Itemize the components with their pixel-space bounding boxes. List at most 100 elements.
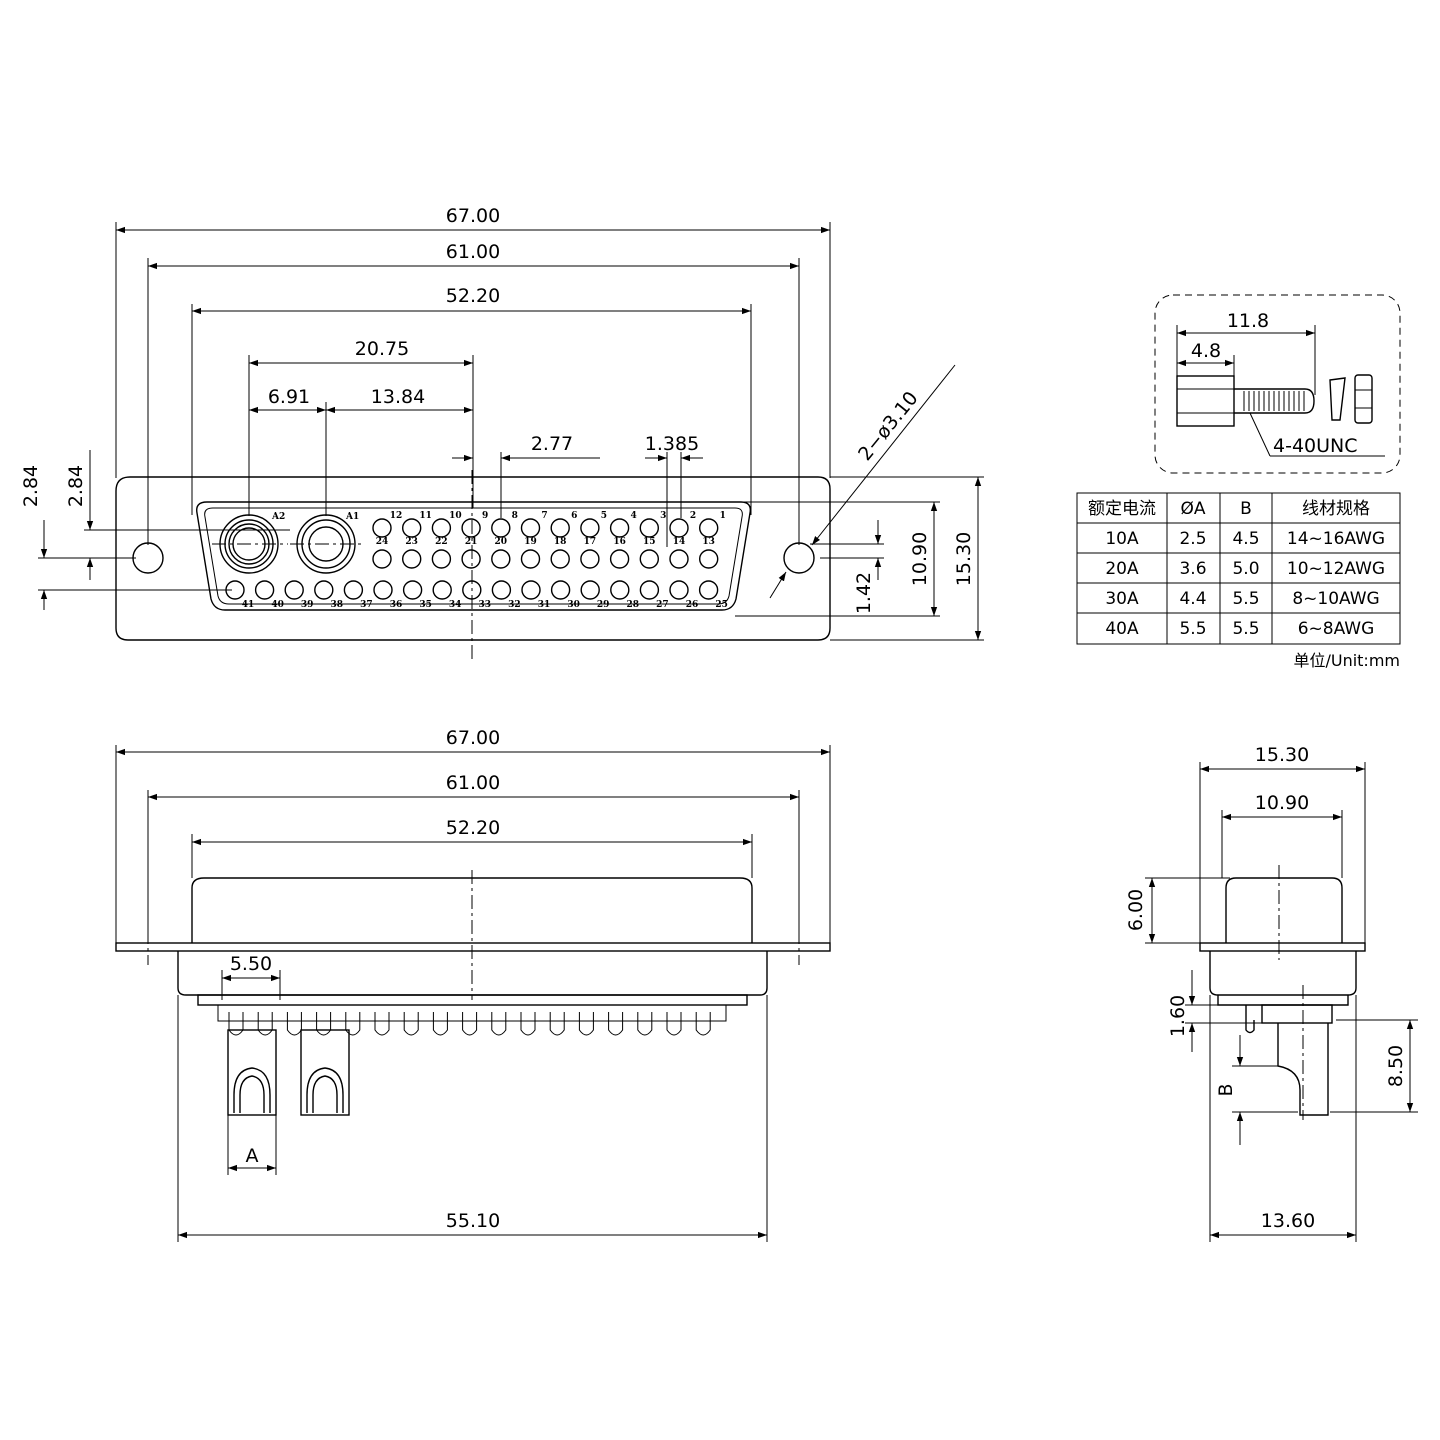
side-tail	[462, 1012, 478, 1036]
pin-label-26: 26	[686, 600, 699, 610]
side-dimensions: 67.00 61.00 52.20 5.50 A 55.10	[115, 727, 831, 1242]
pin-label-33: 33	[479, 600, 492, 610]
pin-label-19: 19	[524, 537, 537, 547]
side-tail	[520, 1012, 536, 1036]
side-tail	[491, 1012, 507, 1036]
pin-6	[550, 518, 570, 538]
pin-31	[521, 580, 541, 600]
pin-label-25: 25	[715, 600, 728, 610]
side-tail	[257, 1012, 273, 1036]
table-cell: 3.6	[1179, 559, 1206, 579]
table-cell: 30A	[1105, 589, 1139, 609]
pin-11	[402, 518, 422, 538]
pin-23	[402, 549, 422, 569]
table-cell: 14~16AWG	[1287, 529, 1385, 549]
mount-hole-right	[783, 542, 815, 574]
pin-38	[314, 580, 334, 600]
front-flange	[115, 476, 831, 641]
pin-3	[639, 518, 659, 538]
pin-label-30: 30	[567, 600, 580, 610]
screw-thread: 4-40UNC	[1273, 435, 1358, 457]
pin-29	[580, 580, 600, 600]
dim-side-67: 67.00	[446, 727, 500, 749]
side-power-contact-1	[227, 1029, 277, 1116]
pin-label-9: 9	[482, 511, 488, 521]
dim-end-10-90: 10.90	[1255, 792, 1309, 814]
pin-label-20: 20	[495, 537, 508, 547]
table-cell: 4.5	[1232, 529, 1259, 549]
pin-20	[491, 549, 511, 569]
screw-head: 4.8	[1191, 340, 1221, 362]
dim-end-15-30: 15.30	[1255, 744, 1309, 766]
dim-1-60: 1.60	[1167, 995, 1189, 1037]
pin-label-39: 39	[301, 600, 314, 610]
table-cell: 6~8AWG	[1298, 619, 1375, 639]
pin-8	[491, 518, 511, 538]
end-dimensions: 15.30 10.90 6.00 1.60 B 8.50 13.60	[1125, 744, 1418, 1242]
pin-label-17: 17	[584, 537, 597, 547]
pin-label-41: 41	[242, 600, 255, 610]
dim-5-50: 5.50	[230, 953, 272, 975]
side-tail	[345, 1012, 361, 1036]
pin-label-23: 23	[405, 537, 418, 547]
pin-label-38: 38	[331, 600, 344, 610]
pin-17	[580, 549, 600, 569]
pin-13	[699, 549, 719, 569]
pin-19	[520, 549, 541, 569]
dim-13-60: 13.60	[1261, 1210, 1315, 1232]
pin-39	[284, 580, 304, 600]
side-tail	[286, 1012, 302, 1036]
dim-1-385: 1.385	[645, 433, 699, 455]
pin-label-15: 15	[643, 537, 656, 547]
pin-label-32: 32	[508, 600, 521, 610]
side-power-contact-2	[300, 1029, 350, 1116]
side-tail	[316, 1012, 332, 1036]
table-cell: 40A	[1105, 619, 1139, 639]
side-tail	[374, 1012, 390, 1036]
pin-label-16: 16	[613, 537, 626, 547]
dim-6-91: 6.91	[268, 386, 310, 408]
dim-55-10: 55.10	[446, 1210, 500, 1232]
table-header: B	[1240, 499, 1252, 519]
dim-13-84: 13.84	[371, 386, 425, 408]
pin-label-12: 12	[390, 511, 403, 521]
pin-9	[461, 518, 481, 538]
pin-35	[402, 580, 423, 600]
pin-16	[609, 549, 630, 569]
dim-hole-dia: 2−ø3.10	[854, 387, 923, 465]
pin-label-3: 3	[660, 511, 666, 521]
pin-25	[698, 580, 719, 600]
table-cell: 4.4	[1179, 589, 1206, 609]
end-shell	[1225, 877, 1343, 943]
table-cell: 20A	[1105, 559, 1139, 579]
front-dimensions: 67.00 61.00 52.20 20.75 6.91 13.84 2.77 …	[20, 205, 984, 641]
pin-label-34: 34	[449, 600, 462, 610]
pin-32	[491, 580, 512, 600]
side-tail	[608, 1012, 624, 1036]
pin-28	[610, 580, 630, 600]
pin-21	[461, 549, 481, 569]
pin-4	[609, 518, 630, 538]
dim-8-50: 8.50	[1385, 1045, 1407, 1087]
pin-label-36: 36	[390, 600, 403, 610]
dim-a: A	[246, 1145, 259, 1167]
pin-label-28: 28	[627, 600, 640, 610]
pin-5	[580, 518, 600, 538]
table-cell: 5.5	[1232, 619, 1259, 639]
pin-label-21: 21	[465, 537, 478, 547]
label-a1: A1	[345, 512, 359, 522]
table-cell: 10A	[1105, 529, 1139, 549]
side-tail	[549, 1012, 565, 1036]
dim-2-77: 2.77	[531, 433, 573, 455]
pin-24	[372, 549, 392, 569]
unit-note: 单位/Unit:mm	[1293, 651, 1400, 670]
pin-12	[372, 518, 392, 538]
dim-left-2-84-b: 2.84	[65, 465, 87, 507]
pin-label-2: 2	[690, 511, 696, 521]
pin-18	[550, 549, 570, 569]
dim-left-2-84-a: 2.84	[20, 465, 42, 507]
table-cell: 8~10AWG	[1292, 589, 1379, 609]
